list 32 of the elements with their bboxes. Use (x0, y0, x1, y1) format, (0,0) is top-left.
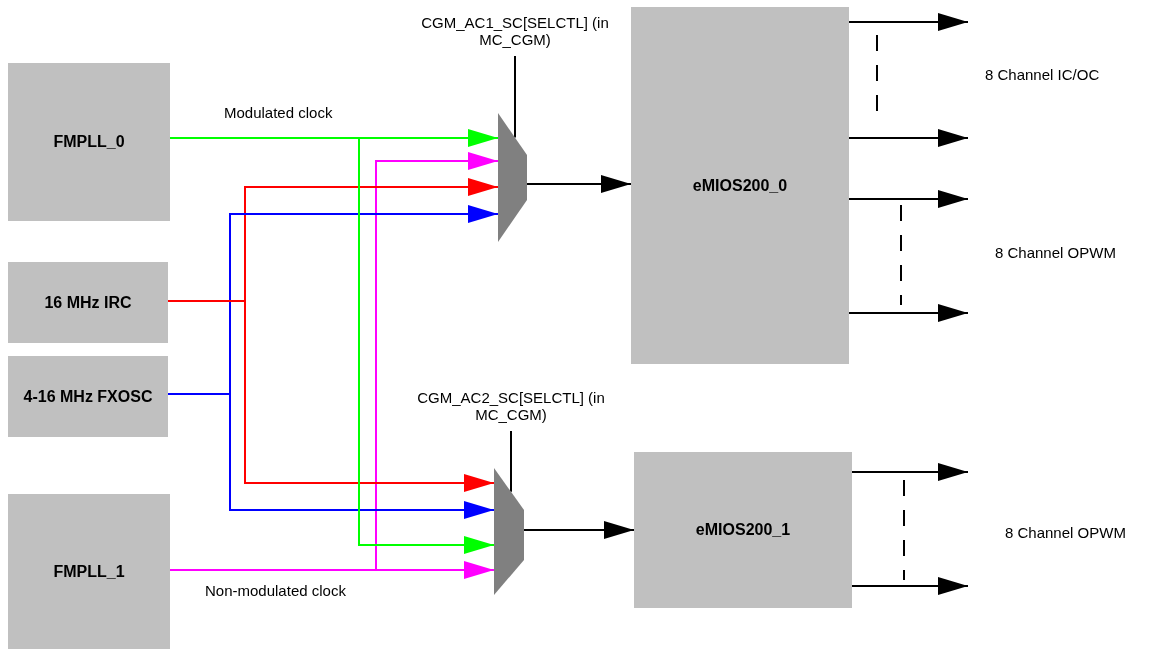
block-label: 4-16 MHz FXOSC (23, 387, 153, 406)
block-box (631, 7, 849, 364)
multiplexer-shape (498, 113, 527, 242)
arrow (523, 521, 635, 539)
edge-label: Non-modulated clock (205, 582, 346, 599)
edge-label: Modulated clock (224, 104, 333, 121)
block-box (8, 494, 170, 649)
block-box (634, 452, 852, 608)
block-box (8, 356, 168, 437)
connector-line (514, 55, 516, 139)
block-label: 16 MHz IRC (44, 293, 132, 312)
arrow (851, 463, 969, 481)
multiplexer-shape (494, 468, 524, 595)
register-label: CGM_AC2_SC[SELCTL] (in MC_CGM) (416, 389, 606, 423)
block-label: eMIOS200_0 (692, 176, 788, 195)
arrow (848, 13, 969, 31)
connector-line (510, 430, 512, 493)
arrow (526, 175, 632, 193)
block-box (8, 262, 168, 343)
arrow (848, 190, 969, 208)
channel-label: 8 Channel OPWM (1005, 524, 1126, 541)
block-label: eMIOS200_1 (695, 521, 791, 539)
channel-label: 8 Channel IC/OC (985, 66, 1100, 83)
channel-label: 8 Channel OPWM (995, 244, 1116, 261)
arrow (169, 561, 495, 579)
arrow (851, 577, 969, 595)
block-label: FMPLL_1 (53, 562, 125, 581)
block-label: FMPLL_0 (53, 133, 125, 151)
arrow (848, 129, 969, 147)
block-box (8, 63, 170, 221)
register-label: CGM_AC1_SC[SELCTL] (in MC_CGM) (420, 14, 610, 48)
arrow (848, 304, 969, 322)
